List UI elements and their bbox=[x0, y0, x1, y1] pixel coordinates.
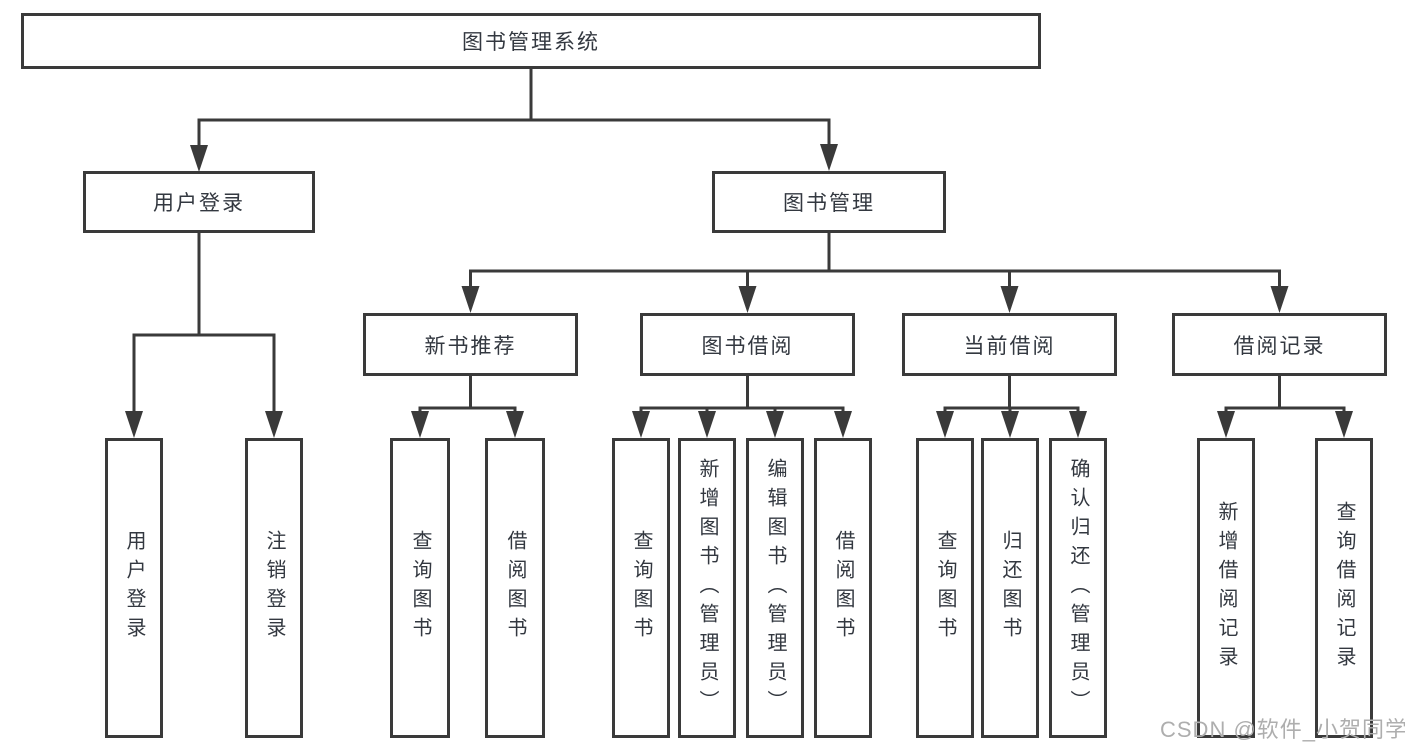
node-borrow-record: 借阅记录 bbox=[1172, 313, 1387, 376]
leaf-query-books-current: 查询图书 bbox=[916, 438, 974, 738]
edge-record-split bbox=[1224, 374, 1346, 416]
node-library-management-system: 图书管理系统 bbox=[21, 13, 1041, 69]
leaf-borrow-books-recommend: 借阅图书 bbox=[485, 438, 545, 738]
node-book-management: 图书管理 bbox=[712, 171, 946, 233]
node-user-login: 用户登录 bbox=[83, 171, 315, 233]
leaf-query-books-borrow: 查询图书 bbox=[612, 438, 670, 738]
edge-login-split bbox=[132, 231, 276, 416]
leaf-add-books-admin: 新增图书（管理员） bbox=[678, 438, 736, 738]
leaf-query-borrow-record: 查询借阅记录 bbox=[1315, 438, 1373, 738]
leaf-confirm-return-admin: 确认归还（管理员） bbox=[1049, 438, 1107, 738]
leaf-edit-books-admin: 编辑图书（管理员） bbox=[746, 438, 804, 738]
node-current-borrow: 当前借阅 bbox=[902, 313, 1117, 376]
edge-current-split bbox=[943, 374, 1080, 416]
edge-root-split bbox=[197, 67, 831, 150]
leaf-query-books-recommend: 查询图书 bbox=[390, 438, 450, 738]
edge-borrow-split bbox=[639, 374, 845, 416]
leaf-borrow-books: 借阅图书 bbox=[814, 438, 872, 738]
csdn-watermark: CSDN @软件_小贺同学 bbox=[1160, 717, 1405, 742]
leaf-user-login: 用户登录 bbox=[105, 438, 163, 738]
edge-recommend-split bbox=[418, 374, 517, 416]
leaf-return-books: 归还图书 bbox=[981, 438, 1039, 738]
edge-mgmt-split bbox=[469, 231, 1281, 291]
leaf-logout: 注销登录 bbox=[245, 438, 303, 738]
node-book-borrow: 图书借阅 bbox=[640, 313, 855, 376]
leaf-add-borrow-record: 新增借阅记录 bbox=[1197, 438, 1255, 738]
node-new-book-recommend: 新书推荐 bbox=[363, 313, 578, 376]
